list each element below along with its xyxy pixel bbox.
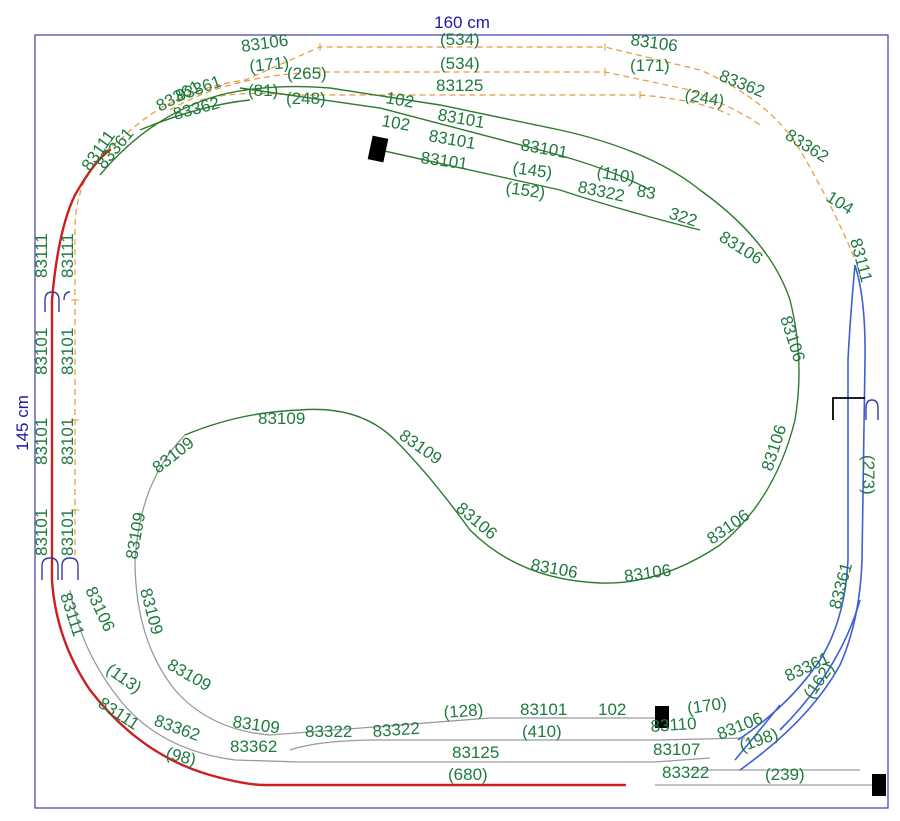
label-length: (273) — [859, 455, 878, 495]
label-83362: 83362 — [230, 737, 277, 756]
label-length: (171) — [630, 56, 670, 75]
label-83101: 83101 — [32, 328, 51, 375]
label-83110: 83110 — [650, 714, 697, 736]
uncoupler-symbol-left-bottom — [41, 557, 79, 580]
bumper-bottom-center — [655, 706, 669, 728]
label-83101: 83101 — [520, 700, 567, 719]
label-83106: 83106 — [776, 313, 809, 364]
bumper-bottom-right — [872, 774, 886, 796]
label-83362: 83362 — [152, 711, 203, 745]
label-83322: 83322 — [372, 719, 420, 741]
label-length: (534) — [440, 30, 480, 49]
label-83106: 83106 — [629, 30, 678, 55]
label-length: (98) — [164, 744, 198, 770]
label-83107: 83107 — [653, 740, 700, 759]
orange-ticks — [71, 43, 641, 511]
signal-symbol-right — [832, 397, 865, 420]
label-length: (81) — [248, 81, 278, 100]
label-length: (239) — [765, 765, 805, 784]
label-length: (152) — [504, 178, 546, 202]
label-83106: 83106 — [529, 555, 579, 582]
label-102: 102 — [380, 111, 411, 135]
label-83106: 83106 — [703, 506, 753, 549]
label-83362: 83362 — [782, 125, 832, 166]
uncoupler-symbol-left-top — [44, 291, 71, 312]
label-83101: 83101 — [519, 135, 569, 162]
label-83125: 83125 — [436, 76, 483, 95]
board-outline — [34, 34, 889, 809]
red-main-track — [50, 148, 627, 787]
label-83106: 83106 — [716, 227, 766, 268]
label-102: 102 — [598, 700, 626, 719]
label-83111: 83111 — [32, 233, 51, 278]
label-83109: 83109 — [136, 586, 167, 637]
board-height-label: 145 cm — [13, 395, 32, 451]
label-83361: 83361 — [826, 560, 857, 611]
label-104: 104 — [823, 187, 857, 218]
gray-track — [69, 434, 880, 786]
label-83109: 83109 — [149, 433, 198, 477]
label-length: (244) — [683, 85, 725, 111]
label-83322: 83322 — [662, 763, 709, 782]
label-length: (128) — [443, 700, 484, 722]
label-83109: 83109 — [122, 511, 149, 561]
label-83101: 83101 — [419, 148, 468, 173]
label-length: (410) — [522, 722, 562, 741]
label-length: (113) — [103, 660, 145, 698]
label-length: (680) — [448, 765, 488, 784]
label-83109: 83109 — [164, 655, 214, 695]
label-83101: 83101 — [32, 509, 51, 556]
label-length: (534) — [440, 54, 480, 73]
label-83111: 83111 — [58, 233, 77, 278]
label-322: 322 — [667, 204, 700, 231]
bumper-top — [367, 135, 389, 163]
label-83109: 83109 — [231, 712, 280, 737]
label-83101: 83101 — [58, 418, 77, 465]
uncoupler-symbol-right — [865, 399, 879, 420]
blue-track — [734, 264, 866, 771]
label-83322: 83322 — [305, 722, 352, 741]
label-length: (171) — [248, 53, 289, 76]
green-track — [99, 85, 800, 584]
label-83111: 83111 — [846, 236, 876, 284]
label-83109: 83109 — [258, 409, 305, 428]
label-83106: 83106 — [623, 561, 672, 586]
label-83101: 83101 — [32, 418, 51, 465]
board-width-label: 160 cm — [434, 13, 490, 32]
label-83101: 83101 — [58, 509, 77, 556]
label-length: (265) — [287, 64, 327, 83]
label-83: 83 — [635, 181, 657, 203]
label-83101: 83101 — [58, 328, 77, 375]
label-83106: 83106 — [758, 422, 791, 473]
label-length: (248) — [286, 89, 326, 108]
label-102: 102 — [384, 88, 415, 112]
label-83109: 83109 — [396, 426, 446, 469]
label-83125: 83125 — [452, 743, 499, 762]
